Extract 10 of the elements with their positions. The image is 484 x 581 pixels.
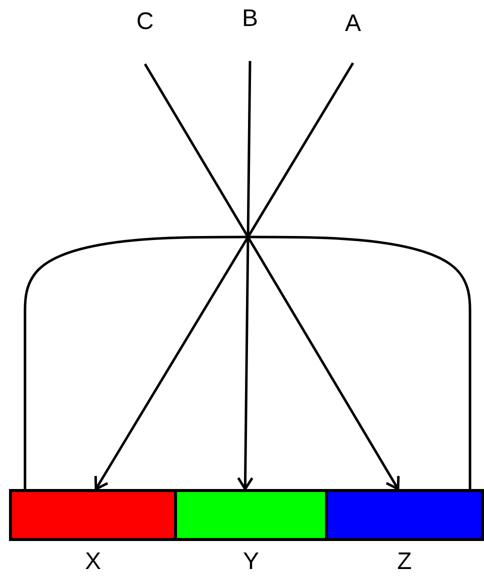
segment-label: X	[84, 548, 102, 576]
arrow	[94, 62, 354, 490]
arrow	[237, 60, 254, 490]
input-label: C	[135, 8, 155, 36]
arrow	[144, 63, 400, 490]
input-label: A	[344, 10, 362, 38]
segment-label: Y	[242, 548, 260, 576]
connector-line	[24, 236, 472, 489]
segment-label: Z	[396, 548, 413, 576]
input-label: B	[240, 5, 259, 33]
